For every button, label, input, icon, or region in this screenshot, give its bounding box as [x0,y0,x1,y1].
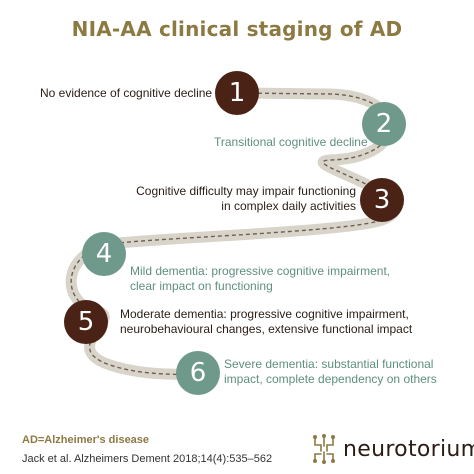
stage-3-circle: 3 [360,178,404,222]
logo-text: neurotorium [343,436,474,462]
stage-2-number: 2 [375,109,393,139]
stage-4-label: Mild dementia: progressive cognitive imp… [130,264,391,293]
road-dashes [70,92,397,376]
stage-1-circle: 1 [215,71,259,115]
stage-5-circle: 5 [64,300,108,344]
brain-circuit-icon [313,434,335,464]
stage-2-circle: 2 [362,102,406,146]
stage-1-label: No evidence of cognitive decline [40,86,213,100]
stage-6-number: 6 [189,358,207,388]
stage-2-label: Transitional cognitive decline [214,135,368,149]
stage-3-number: 3 [373,185,391,215]
abbreviation-note: AD=Alzheimer's disease [22,434,150,446]
stage-6-label: Severe dementia: substantial functional … [224,357,437,386]
stage-3-label: Cognitive difficulty may impair function… [136,184,356,213]
page-title: NIA-AA clinical staging of AD [71,17,403,41]
stage-4-circle: 4 [82,232,126,276]
stage-6-circle: 6 [176,351,220,395]
stage-5-label: Moderate dementia: progressive cognitive… [120,307,413,336]
stage-4-number: 4 [95,239,113,269]
stage-5-number: 5 [77,307,95,337]
neurotorium-logo: neurotorium [311,434,474,464]
stage-1-number: 1 [228,78,246,108]
citation: Jack et al. Alzheimers Dement 2018;14(4)… [22,453,273,465]
